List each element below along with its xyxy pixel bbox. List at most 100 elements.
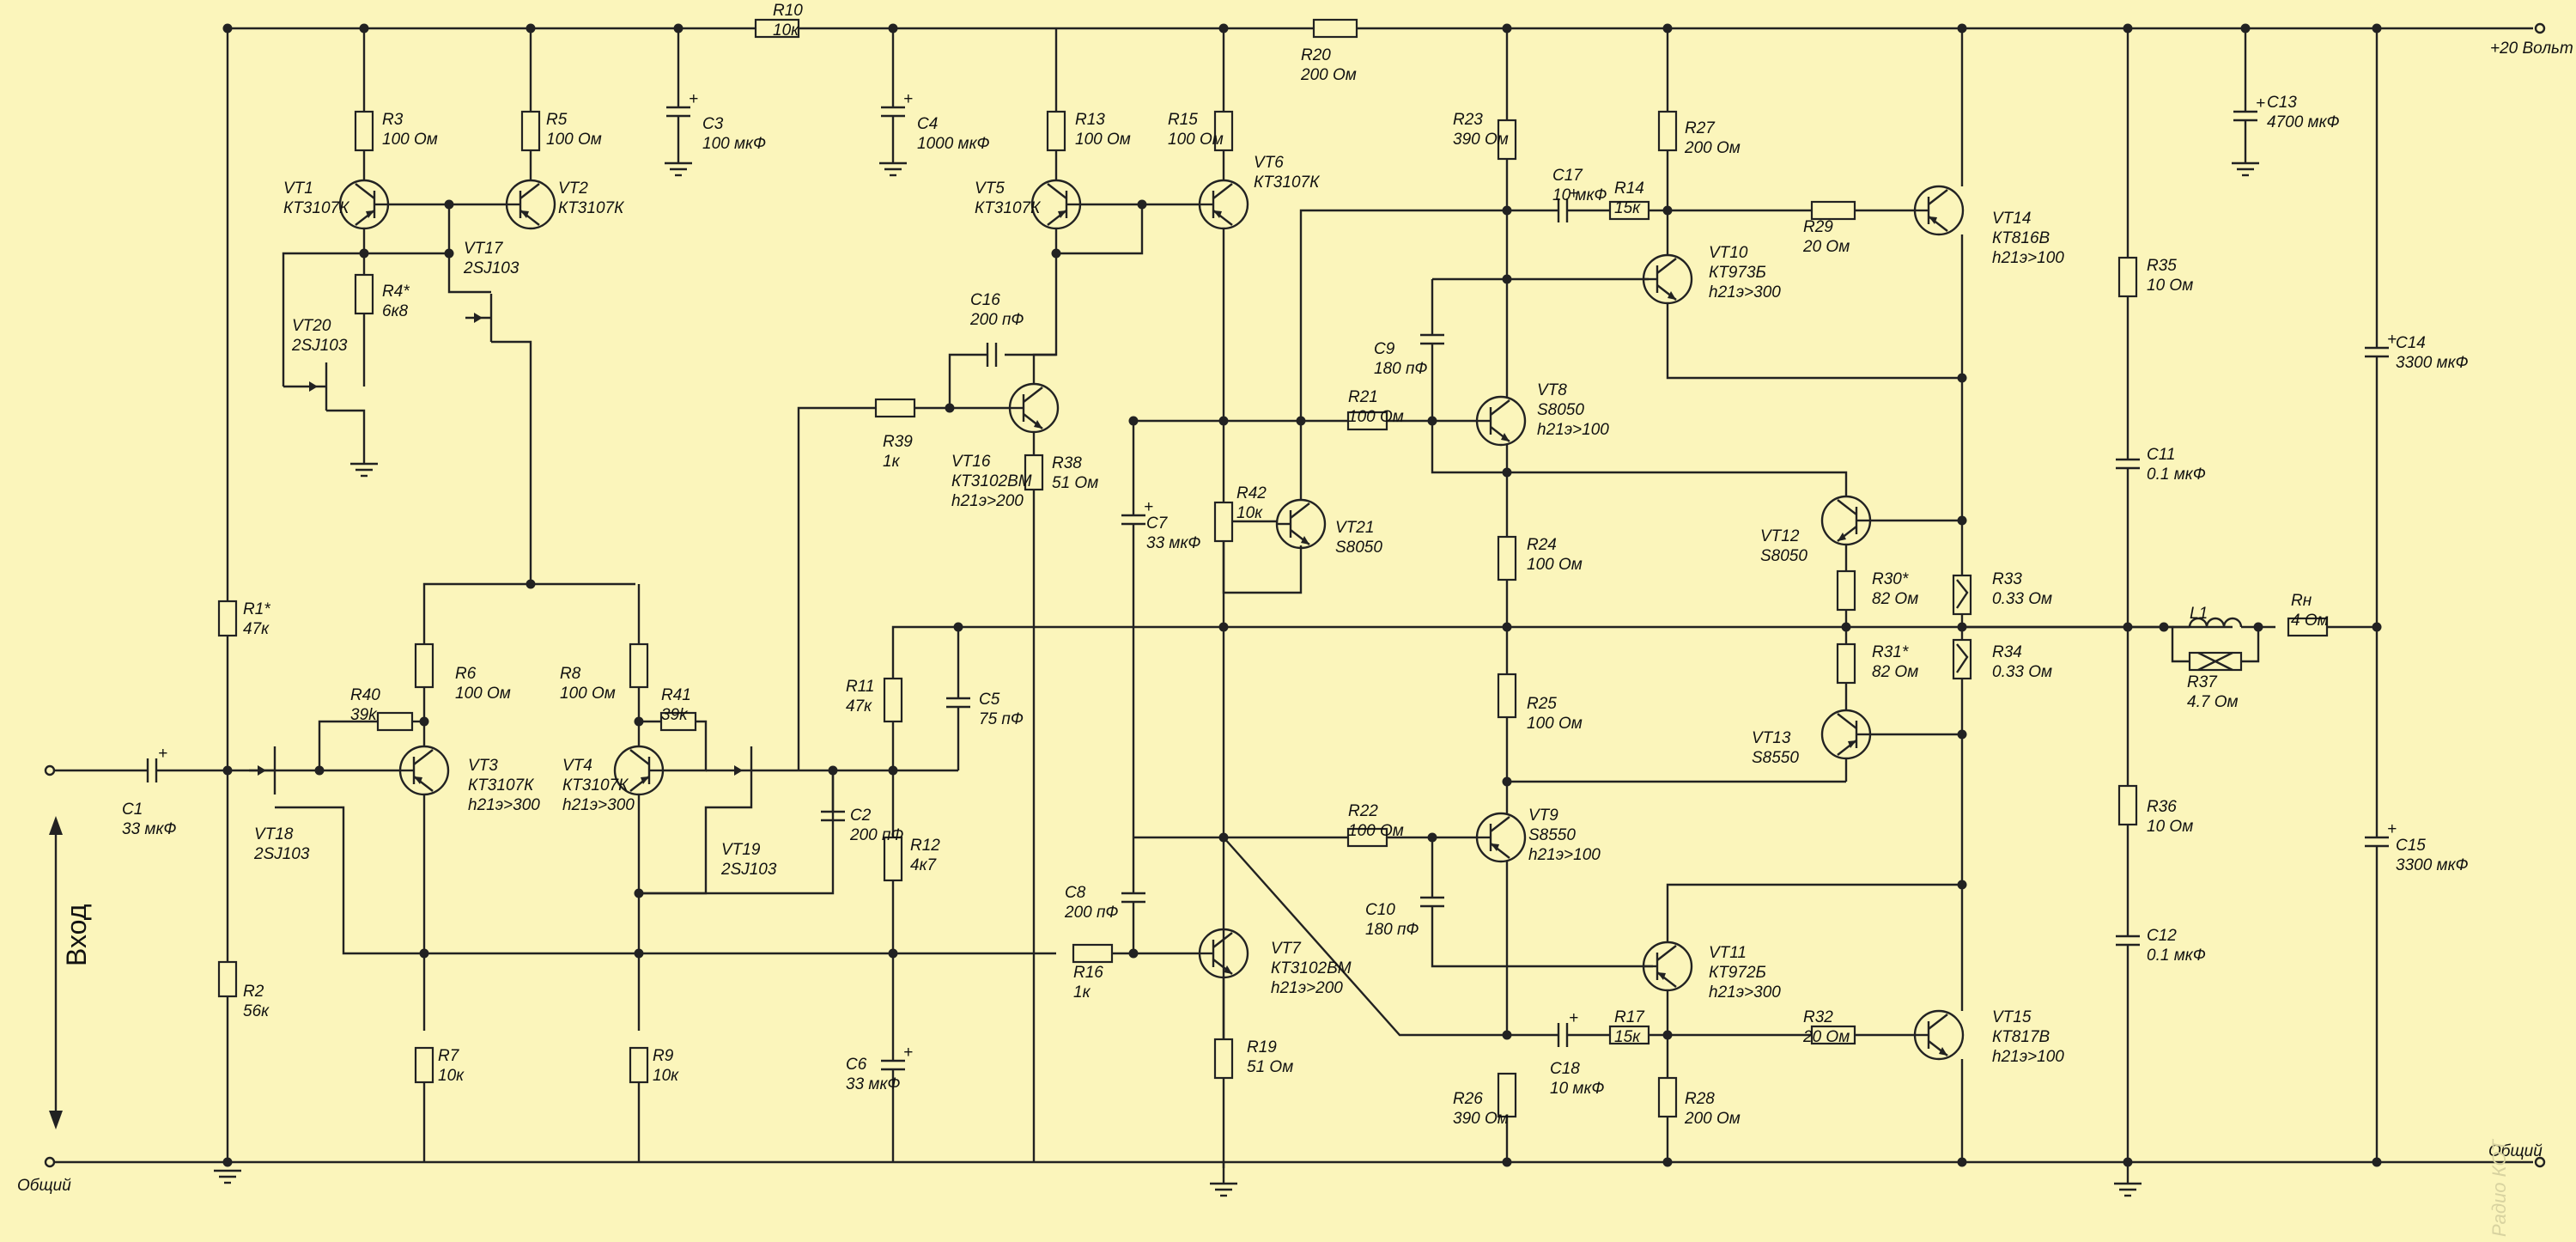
vt8-name-label: VT8 xyxy=(1537,381,1567,399)
r11-name-label: R11 xyxy=(846,678,874,696)
c15-name-label: C15 xyxy=(2396,837,2426,855)
r22-value-label: 100 Ом xyxy=(1348,822,1404,840)
r1-name-label: R1* xyxy=(243,600,270,618)
r12-name-label: R12 xyxy=(910,837,940,855)
junction-dot xyxy=(2372,23,2382,33)
vt3-gain-label: h21э>300 xyxy=(468,796,540,814)
r12-resistor xyxy=(883,836,903,882)
wire xyxy=(491,340,532,361)
c13-value-label: 4700 мкФ xyxy=(2267,113,2340,131)
junction-dot xyxy=(1128,948,1139,959)
vt16-transistor xyxy=(1008,382,1060,434)
r15-name-label: R15 xyxy=(1168,111,1198,129)
junction-dot xyxy=(1957,515,1967,526)
r28-name-label: R28 xyxy=(1685,1090,1715,1108)
junction-dot xyxy=(359,23,369,33)
supply-terminal[interactable] xyxy=(2534,22,2546,34)
vt20-type-label: 2SJ103 xyxy=(291,337,348,355)
r23-resistor xyxy=(1497,119,1517,161)
wire xyxy=(1507,471,1848,496)
wire xyxy=(891,625,2233,679)
wire xyxy=(1054,204,1144,255)
c8-value-label: 200 пФ xyxy=(1064,904,1119,922)
c9-capacitor xyxy=(1420,333,1444,345)
r24-resistor xyxy=(1497,535,1517,581)
vt6-name-label: VT6 xyxy=(1254,154,1284,172)
wire xyxy=(318,720,378,770)
r33-value-label: 0.33 Ом xyxy=(1992,590,2052,608)
c18-value-label: 10 мкФ xyxy=(1550,1080,1605,1098)
ground-symbol xyxy=(214,1169,241,1184)
wire xyxy=(1666,303,1962,380)
ground-terminal-left[interactable] xyxy=(44,1156,56,1168)
c3-value-label: 100 мкФ xyxy=(702,135,766,153)
r8-resistor xyxy=(629,642,649,689)
vt15-transistor xyxy=(1913,1009,1965,1061)
vt5-type-label: КТ3107К xyxy=(975,199,1042,217)
watermark: Радио КОТ xyxy=(2488,1139,2510,1237)
ground-terminal[interactable] xyxy=(2534,1156,2546,1168)
r33-name-label: R33 xyxy=(1992,570,2022,588)
r40-resistor xyxy=(376,711,414,732)
r16-name-label: R16 xyxy=(1073,964,1103,982)
c12-capacitor xyxy=(2116,935,2140,947)
c17-value-label: 10 мкФ xyxy=(1552,186,1607,204)
ground-symbol xyxy=(350,462,378,478)
vt18-type-label: 2SJ103 xyxy=(253,845,310,863)
r9-name-label: R9 xyxy=(653,1047,674,1065)
r41-name-label: R41 xyxy=(661,686,691,704)
vt20-transistor xyxy=(301,362,328,411)
c11-value-label: 0.1 мкФ xyxy=(2147,466,2206,484)
junction-dot xyxy=(634,948,644,959)
junction-dot xyxy=(888,23,898,33)
r17-resistor xyxy=(1608,1025,1650,1045)
r25-value-label: 100 Ом xyxy=(1527,715,1583,733)
junction-dot xyxy=(1957,373,1967,383)
junction-dot xyxy=(1218,622,1229,632)
svg-text:+: + xyxy=(689,90,698,108)
r26-resistor xyxy=(1497,1072,1517,1118)
r16-resistor xyxy=(1072,943,1114,964)
r2-name-label: R2 xyxy=(243,983,264,1001)
wire xyxy=(663,720,708,772)
wire xyxy=(282,228,366,387)
c11-name-label: C11 xyxy=(2147,446,2175,464)
r19-value-label: 51 Ом xyxy=(1247,1058,1293,1076)
junction-dot xyxy=(1662,1157,1673,1167)
c8-capacitor xyxy=(1121,892,1145,904)
wire xyxy=(797,406,876,770)
r39-value-label: 1к xyxy=(883,453,901,471)
junction-dot xyxy=(1137,199,1147,210)
r36-name-label: R36 xyxy=(2147,798,2177,816)
r14-resistor xyxy=(1608,200,1650,221)
vt11-name-label: VT11 xyxy=(1709,944,1747,962)
r15-value-label: 100 Ом xyxy=(1168,131,1224,149)
c5-value-label: 75 пФ xyxy=(979,710,1024,728)
r27-name-label: R27 xyxy=(1685,119,1716,137)
vt11-transistor xyxy=(1642,941,1693,992)
vt11-gain-label: h21э>300 xyxy=(1709,983,1781,1002)
c10-capacitor xyxy=(1420,896,1444,908)
ground-left-label: Общий xyxy=(17,1177,71,1195)
r41-resistor xyxy=(659,711,697,732)
c3-name-label: C3 xyxy=(702,115,724,133)
vt1-name-label: VT1 xyxy=(283,180,313,198)
components: ++++++++++ xyxy=(49,18,2397,1197)
r20-value-label: 200 Ом xyxy=(1300,66,1357,84)
junction-dot xyxy=(2123,23,2133,33)
r1-value-label: 47к xyxy=(243,620,270,638)
input-terminal[interactable] xyxy=(44,764,56,776)
vt9-name-label: VT9 xyxy=(1528,807,1558,825)
c17-name-label: C17 xyxy=(1552,167,1583,185)
r4-resistor xyxy=(354,273,374,315)
r11-value-label: 47к xyxy=(846,697,872,715)
r31-value-label: 82 Ом xyxy=(1872,663,1918,681)
c9-value-label: 180 пФ xyxy=(1374,360,1428,378)
c14-capacitor: + xyxy=(2365,331,2397,358)
vt9-gain-label: h21э>100 xyxy=(1528,846,1601,864)
r5-value-label: 100 Ом xyxy=(546,131,602,149)
junction-dot xyxy=(945,403,955,413)
c16-name-label: C16 xyxy=(970,291,1000,309)
r7-resistor xyxy=(414,1046,434,1084)
vt4-gain-label: h21э>300 xyxy=(562,796,635,814)
